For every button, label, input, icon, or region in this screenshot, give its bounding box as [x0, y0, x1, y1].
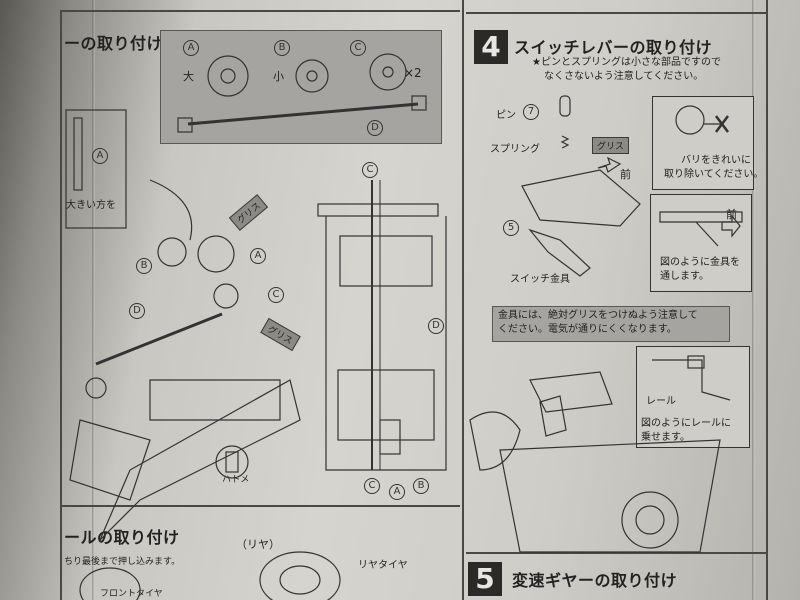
part-number-5: 5 [503, 220, 519, 236]
spring-label: スプリング [490, 144, 540, 155]
shaft-label-d: D [367, 120, 383, 136]
shaft-icon [187, 102, 419, 126]
part-size-large: 大 [183, 70, 194, 83]
part-label-a: A [183, 40, 199, 56]
switch-fitting-label: スイッチ金具 [510, 274, 570, 285]
forward-label: 前 [620, 168, 631, 181]
rail-note-line1: 図のようにレールに [641, 418, 731, 429]
paper-fold [752, 0, 755, 600]
step4-title: スイッチレバーの取り付け [514, 38, 713, 57]
section-border [60, 505, 460, 507]
fitting-note-line2: 通します。 [660, 271, 709, 282]
chassis-label-c-2: C [364, 478, 380, 494]
gear-large-icon [207, 55, 249, 97]
step-number-4: 4 [474, 30, 508, 64]
gear-label-a-2: A [92, 148, 108, 164]
pin-label: ピン [496, 110, 516, 121]
section-border [466, 12, 766, 14]
warning-line2: ください。電気が通りにくくなります。 [498, 324, 677, 335]
pin-number: 7 [523, 104, 539, 120]
part-size-small: 小 [273, 70, 284, 83]
part-label-b: B [274, 40, 290, 56]
rail-note-line2: 乗せます。 [641, 432, 690, 443]
gear-label-b: B [136, 258, 152, 274]
front-tire-label: フロントタイヤ [100, 589, 163, 599]
gear-label-c: C [268, 287, 284, 303]
step5-title: 変速ギヤーの取り付け [512, 571, 678, 590]
grommet-label: ハトメ [222, 475, 250, 485]
burr-note-line2: 取り除いてください。 [664, 169, 764, 180]
gear-label-a: A [250, 248, 266, 264]
chassis-label-d: D [428, 318, 444, 334]
section-title-left: ーの取り付け [64, 34, 164, 53]
burr-note-box [652, 96, 754, 190]
rear-tire-label: リヤタイヤ [358, 560, 408, 571]
section-border [466, 552, 766, 554]
rear-label: （リヤ） [236, 538, 280, 551]
section-border [60, 10, 62, 600]
gear-tip-text: 大きい方を [66, 200, 116, 211]
part-label-c: C [350, 40, 366, 56]
warning-line1: 金具には、絶対グリスをつけぬよう注意して [498, 310, 698, 321]
fitting-note-box [650, 194, 752, 292]
step4-note-line2: なくさないよう注意してください。 [544, 71, 704, 82]
fitting-note-line1: 図のように金具を [660, 257, 740, 268]
warning-box [492, 306, 730, 342]
column-divider [462, 0, 464, 600]
part-multiplier: ×2 [404, 66, 422, 80]
gear-b-icon [157, 237, 187, 267]
step-number-5: 5 [468, 562, 502, 596]
chassis-label-a: A [389, 484, 405, 500]
gear-a-icon [197, 235, 235, 273]
burr-note-line1: バリをきれいに [681, 155, 751, 166]
gear-c-icon [369, 53, 407, 91]
rail-note-box [636, 346, 750, 448]
section-border [60, 10, 460, 12]
bottom-left-note: ちり最後まで押し込みます。 [64, 557, 181, 567]
section-title-bottom-left: ールの取り付け [64, 528, 180, 547]
chassis-label-b: B [413, 478, 429, 494]
section-border [766, 0, 768, 600]
step4-note-line1: ★ピンとスプリングは小さな部品ですので [532, 57, 721, 68]
gear-c-icon-2 [213, 283, 239, 309]
grease-tag-step4: グリス [592, 137, 630, 154]
paper-fold [92, 0, 95, 600]
shaft-label-d-2: D [129, 303, 145, 319]
chassis-label-c: C [362, 162, 378, 178]
rail-label: レール [646, 396, 676, 407]
gear-small-icon [295, 59, 329, 93]
